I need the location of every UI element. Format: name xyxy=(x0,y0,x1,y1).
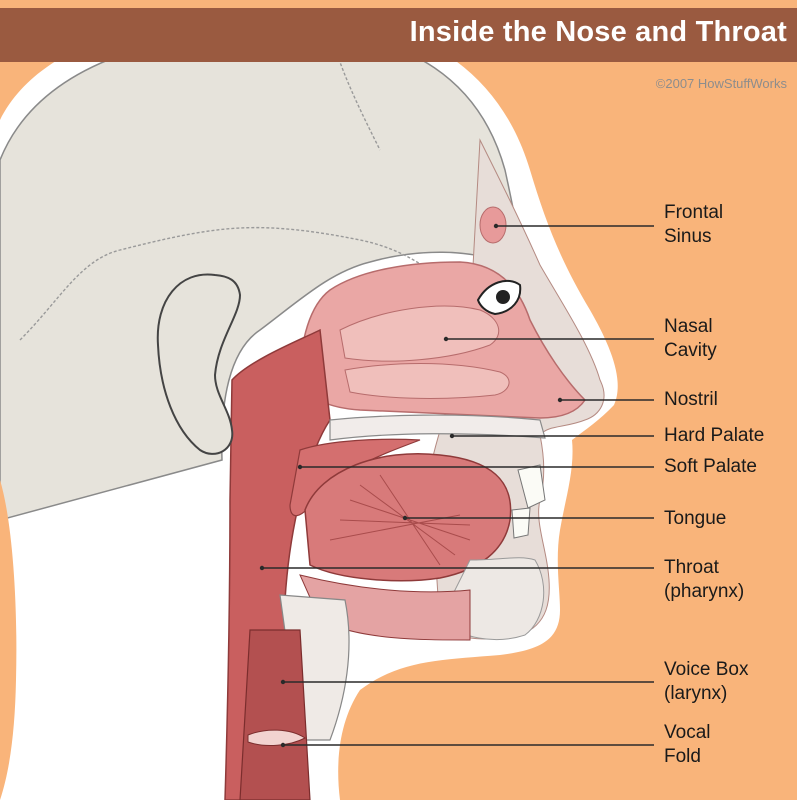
label-soft-palate: Soft Palate xyxy=(664,455,757,479)
label-soft-palate-line1: Soft Palate xyxy=(664,455,757,479)
label-vocal-fold-line1: Vocal xyxy=(664,721,710,745)
label-nostril: Nostril xyxy=(664,388,718,412)
label-throat-line1: Throat xyxy=(664,556,744,580)
label-frontal-sinus-line1: Frontal xyxy=(664,201,723,225)
label-tongue-line1: Tongue xyxy=(664,507,726,531)
label-voice-box-line2: (larynx) xyxy=(664,682,749,706)
label-frontal-sinus: Frontal Sinus xyxy=(664,201,723,249)
lower-teeth xyxy=(512,508,530,538)
label-hard-palate-line1: Hard Palate xyxy=(664,424,764,448)
label-vocal-fold: Vocal Fold xyxy=(664,721,710,769)
label-voice-box-line1: Voice Box xyxy=(664,658,749,682)
label-nasal-cavity-line1: Nasal xyxy=(664,315,717,339)
label-voice-box: Voice Box (larynx) xyxy=(664,658,749,706)
label-hard-palate: Hard Palate xyxy=(664,424,764,448)
eye-pupil xyxy=(496,290,510,304)
label-frontal-sinus-line2: Sinus xyxy=(664,225,723,249)
label-vocal-fold-line2: Fold xyxy=(664,745,710,769)
label-tongue: Tongue xyxy=(664,507,726,531)
trachea xyxy=(240,630,310,800)
label-nasal-cavity: Nasal Cavity xyxy=(664,315,717,363)
nasal-turbinate-2 xyxy=(345,364,509,399)
page-title: Inside the Nose and Throat xyxy=(410,16,787,49)
label-nostril-line1: Nostril xyxy=(664,388,718,412)
frontal-sinus-shape xyxy=(480,207,506,243)
copyright-notice: ©2007 HowStuffWorks xyxy=(656,76,787,91)
label-throat: Throat (pharynx) xyxy=(664,556,744,604)
label-throat-line2: (pharynx) xyxy=(664,580,744,604)
label-nasal-cavity-line2: Cavity xyxy=(664,339,717,363)
